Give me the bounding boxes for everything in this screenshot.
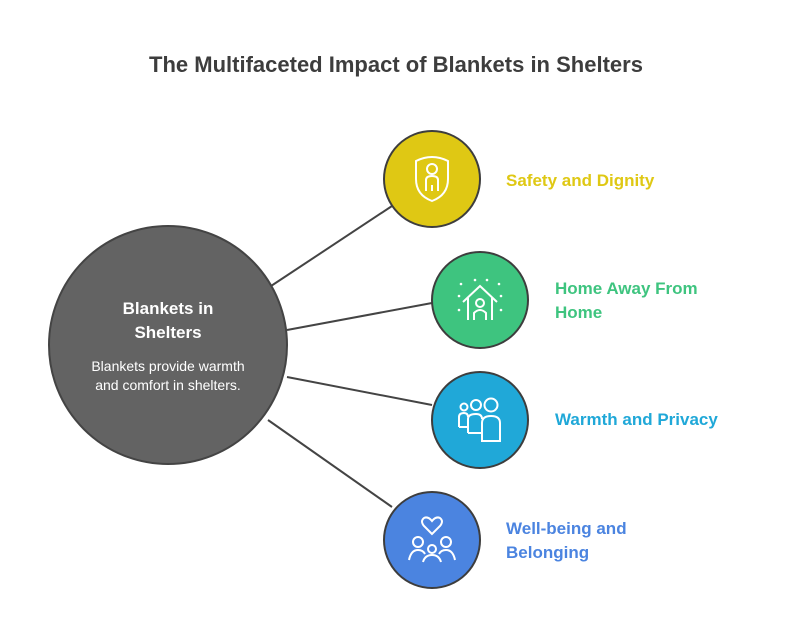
label-wellbeing: Well-being and Belonging bbox=[506, 517, 627, 565]
connector-warmth bbox=[286, 376, 433, 406]
shield-person-icon bbox=[415, 156, 449, 203]
label-home: Home Away From Home bbox=[555, 277, 698, 325]
house-person-icon bbox=[457, 278, 503, 320]
label-wellbeing-line2: Belonging bbox=[506, 543, 590, 562]
label-safety: Safety and Dignity bbox=[506, 171, 655, 190]
central-title-line2: Shelters bbox=[134, 323, 202, 342]
node-wellbeing bbox=[383, 491, 481, 589]
diagram-title: The Multifaceted Impact of Blankets in S… bbox=[149, 52, 643, 77]
node-home bbox=[431, 251, 529, 349]
label-home-line2: Home bbox=[555, 303, 603, 322]
connector-wellbeing bbox=[267, 419, 393, 508]
central-title: Blankets in Shelters bbox=[50, 297, 286, 345]
central-description: Blankets provide warmth and comfort in s… bbox=[91, 358, 245, 393]
heart-family-icon bbox=[408, 516, 456, 563]
connector-safety bbox=[267, 205, 393, 289]
group-people-icon bbox=[458, 397, 501, 442]
label-wellbeing-line1: Well-being and bbox=[506, 519, 627, 538]
label-home-line1: Home Away From bbox=[555, 279, 698, 298]
connector-home bbox=[286, 302, 433, 331]
label-warmth: Warmth and Privacy bbox=[555, 410, 718, 429]
central-node: Blankets in Shelters Blankets provide wa… bbox=[48, 225, 288, 465]
central-title-line1: Blankets in bbox=[122, 299, 214, 318]
node-warmth bbox=[431, 371, 529, 469]
node-safety bbox=[383, 130, 481, 228]
